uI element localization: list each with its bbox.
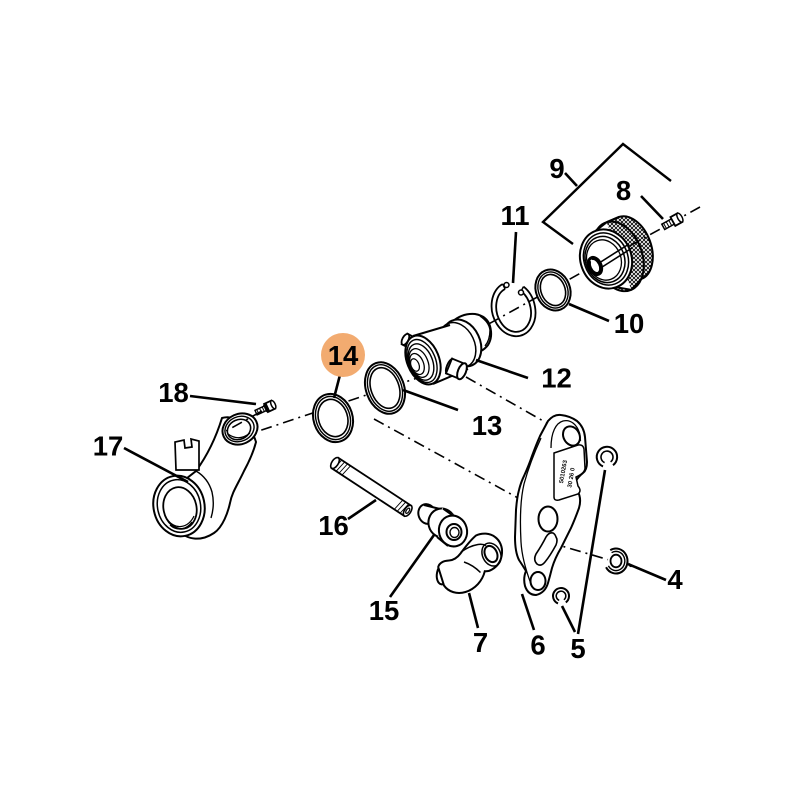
svg-text:7: 7	[473, 627, 488, 658]
svg-text:30 26 0: 30 26 0	[567, 467, 577, 488]
svg-text:17: 17	[93, 431, 124, 462]
svg-text:4: 4	[667, 564, 683, 595]
svg-text:5010263: 5010263	[559, 459, 569, 484]
svg-text:11: 11	[500, 200, 529, 231]
svg-text:18: 18	[158, 377, 189, 408]
svg-text:16: 16	[318, 510, 349, 541]
svg-text:13: 13	[472, 410, 503, 441]
svg-text:6: 6	[530, 630, 545, 661]
svg-text:5: 5	[570, 633, 585, 664]
svg-text:15: 15	[369, 595, 400, 626]
svg-text:12: 12	[541, 363, 572, 394]
svg-text:8: 8	[616, 175, 631, 206]
svg-text:14: 14	[328, 340, 359, 371]
svg-text:10: 10	[614, 308, 645, 339]
svg-text:9: 9	[549, 153, 564, 184]
